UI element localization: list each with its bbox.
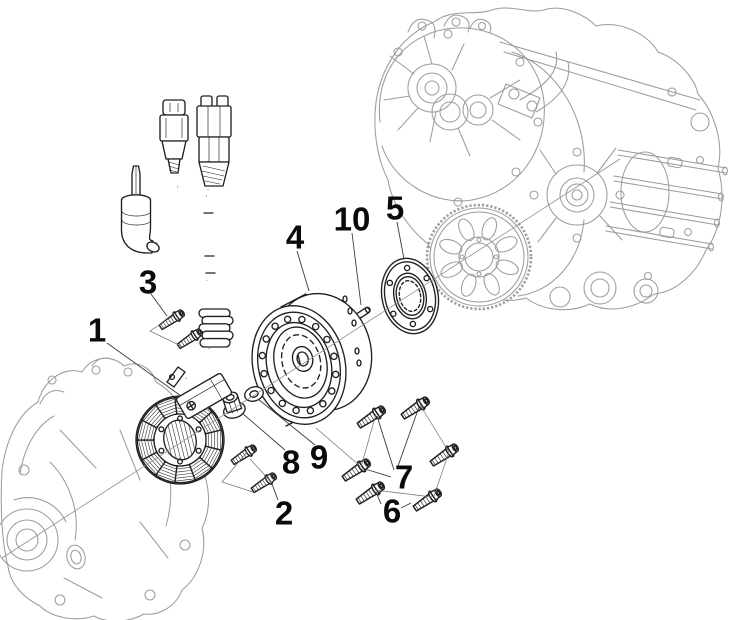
leader-line-5 xyxy=(396,221,405,260)
washer-art xyxy=(244,386,264,402)
leader-line-10 xyxy=(351,232,362,306)
leader-line-7 xyxy=(397,406,420,467)
part-label-7: 7 xyxy=(395,459,413,496)
leader-line-7 xyxy=(376,415,395,471)
engine-crankcase-ghost xyxy=(374,7,728,311)
part-label-6: 6 xyxy=(383,493,401,530)
part-label-4: 4 xyxy=(286,219,305,256)
crankcase-cover-ghost xyxy=(0,357,210,620)
part-label-1: 1 xyxy=(88,312,106,349)
part-label-5: 5 xyxy=(386,190,404,227)
leader-line-8 xyxy=(241,412,286,451)
construction-lines xyxy=(149,315,450,498)
leader-line-4 xyxy=(296,250,310,292)
flywheel-rotor-art xyxy=(251,292,373,427)
small-connector xyxy=(159,99,189,174)
spark-plug-cap xyxy=(120,165,160,254)
leader-line-3 xyxy=(150,293,168,317)
flywheel-nut-art xyxy=(222,391,246,419)
starter-gear-ghost xyxy=(425,203,533,311)
stator-screws-upper-art xyxy=(156,306,206,352)
leader-line-7 xyxy=(361,467,392,478)
part-label-2: 2 xyxy=(275,495,293,532)
assembly-centerline xyxy=(1,158,621,559)
one-way-clutch-art xyxy=(380,257,440,335)
leader-line-6 xyxy=(375,491,382,505)
leader-line-9 xyxy=(257,398,316,446)
large-connector xyxy=(196,95,232,187)
part-label-3: 3 xyxy=(139,264,157,301)
leader-line-6 xyxy=(400,502,412,509)
part-label-10: 10 xyxy=(334,201,371,238)
part-label-8: 8 xyxy=(282,444,300,481)
wiring-harness-art xyxy=(120,95,234,379)
leader-line-1 xyxy=(106,342,182,397)
leader-line-2 xyxy=(271,483,279,501)
stator-art xyxy=(135,366,233,485)
part-label-9: 9 xyxy=(310,439,328,476)
